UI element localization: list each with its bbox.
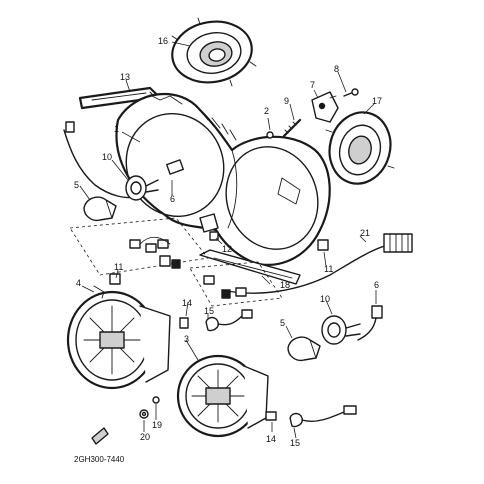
- part-3-right-headlight: [176, 354, 269, 438]
- part-6-upper-socket: [63, 121, 141, 199]
- part-11-right-grommet: [317, 239, 329, 251]
- part-21-harness: [221, 233, 413, 294]
- part-2-screw: [266, 131, 274, 139]
- part-15-lower-bulb: [289, 405, 357, 428]
- part-14-lower-socket: [265, 411, 277, 421]
- callout-10a: 10: [102, 152, 112, 162]
- callout-11a: 11: [114, 262, 123, 272]
- part-18-bracket: [199, 249, 301, 285]
- part-9-bolt: [282, 118, 302, 138]
- callout-3: 3: [184, 334, 189, 344]
- part-4-left-headlight: [66, 285, 171, 390]
- callout-21: 21: [360, 228, 370, 238]
- callout-7: 7: [310, 80, 315, 90]
- callout-18: 18: [280, 280, 290, 290]
- callout-5b: 5: [280, 318, 285, 328]
- callout-5a: 5: [74, 180, 79, 190]
- callout-14a: 14: [182, 298, 192, 308]
- part-8-screw: [343, 88, 359, 97]
- part-5-lower-bulb: [287, 336, 321, 362]
- callout-11b: 11: [324, 264, 333, 274]
- callout-6b: 6: [374, 280, 379, 290]
- callout-14b: 14: [266, 434, 276, 444]
- callout-15a: 15: [204, 306, 214, 316]
- leader-lines: [79, 41, 377, 439]
- callout-labels: 16 13 1 2 9 7 8 17 10 5 6 12 11 21 11 4 …: [74, 36, 382, 448]
- callout-1: 1: [114, 124, 119, 134]
- callout-9: 9: [284, 96, 289, 106]
- callout-15b: 15: [290, 438, 300, 448]
- callout-20: 20: [140, 432, 150, 442]
- part-20-washer: [139, 409, 149, 419]
- upper-connector-group: [69, 217, 209, 276]
- part-19-screw: [152, 396, 160, 404]
- part-10-lower-socket: [321, 315, 361, 345]
- part-11-left-grommet: [109, 273, 121, 285]
- lower-connector-group: [189, 261, 283, 307]
- callout-19: 19: [152, 420, 162, 430]
- callout-4: 4: [76, 278, 81, 288]
- callout-10b: 10: [320, 294, 330, 304]
- part-7-adjuster: [311, 91, 339, 123]
- callout-16: 16: [158, 36, 168, 46]
- part-15-upper-bulb: [205, 309, 253, 332]
- part-10-upper-socket: [125, 175, 159, 201]
- orientation-marker: [91, 427, 109, 445]
- callout-13: 13: [120, 72, 130, 82]
- callout-12: 12: [222, 244, 232, 254]
- callout-6a: 6: [170, 194, 175, 204]
- callout-8: 8: [334, 64, 339, 74]
- part-16-ring: [171, 17, 257, 87]
- diagram-code: 2GH300-7440: [74, 455, 125, 464]
- part-12-fitting: [209, 231, 219, 241]
- part-5-upper-bulb: [83, 196, 117, 222]
- callout-2: 2: [264, 106, 269, 116]
- callout-17: 17: [372, 96, 382, 106]
- part-17-ring: [325, 111, 395, 185]
- part-6-lower-socket: [357, 305, 383, 341]
- part-14-upper-socket: [179, 317, 189, 329]
